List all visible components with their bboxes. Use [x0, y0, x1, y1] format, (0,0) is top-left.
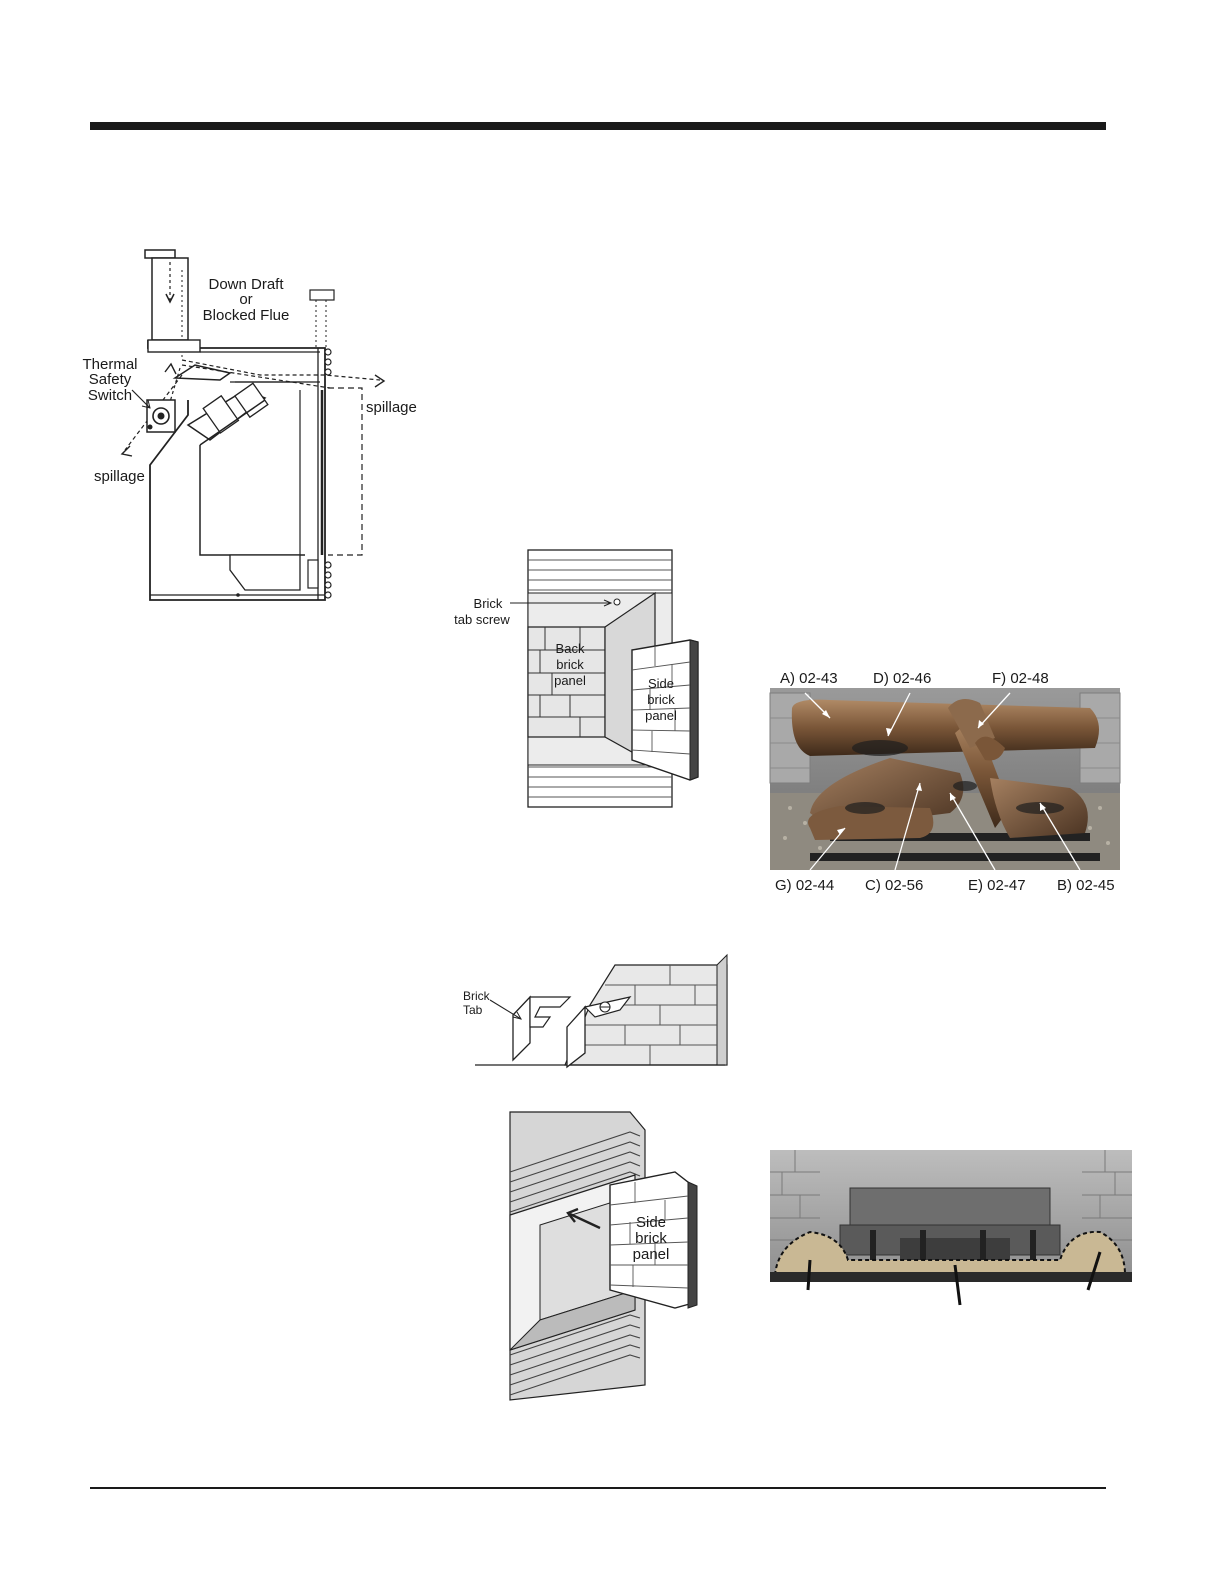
log-label-a: A) 02-43: [780, 670, 838, 687]
back-panel-label-3: panel: [554, 673, 586, 688]
back-panel-label-1: Back: [556, 641, 585, 656]
side-panel-label-2: brick: [647, 692, 675, 707]
back-panel-label-2: brick: [556, 657, 584, 672]
tab-screw-label-1: Brick: [474, 596, 503, 611]
side-brick-label-2: brick: [635, 1230, 667, 1247]
side-brick-panel-diagram: Side brick panel: [505, 1110, 720, 1405]
log-label-f: F) 02-48: [992, 670, 1049, 687]
side-brick-label-1: Side: [636, 1214, 666, 1231]
footer-rule: [90, 1487, 1106, 1489]
down-draft-label-3: Blocked Flue: [203, 307, 290, 324]
side-brick-label-3: panel: [633, 1246, 670, 1263]
side-panel-label-1: Side: [648, 676, 674, 691]
back-brick-panel-diagram: Brick tab screw Back brick panel Side br…: [440, 545, 720, 810]
brick-tab-diagram: Brick Tab: [455, 955, 735, 1070]
ember-bed-photo: [770, 1150, 1132, 1310]
brick-tab-label-1: Brick: [463, 989, 491, 1003]
thermal-label-3: Switch: [88, 387, 132, 404]
header-rule: [90, 122, 1106, 130]
brick-tab-label-2: Tab: [463, 1003, 483, 1017]
down-draft-label-2: or: [239, 291, 252, 308]
spillage-left-label: spillage: [94, 468, 145, 485]
spillage-diagram: Down Draft or Blocked Flue Thermal Safet…: [70, 240, 430, 610]
spillage-right-label: spillage: [366, 399, 417, 416]
log-label-g: G) 02-44: [775, 877, 834, 894]
tab-screw-label-2: tab screw: [454, 612, 510, 627]
side-panel-label-3: panel: [645, 708, 677, 723]
thermal-label-2: Safety: [89, 371, 132, 388]
log-label-d: D) 02-46: [873, 670, 931, 687]
log-label-e: E) 02-47: [968, 877, 1026, 894]
log-set-photo: [770, 688, 1120, 870]
log-label-b: B) 02-45: [1057, 877, 1115, 894]
log-label-c: C) 02-56: [865, 877, 923, 894]
